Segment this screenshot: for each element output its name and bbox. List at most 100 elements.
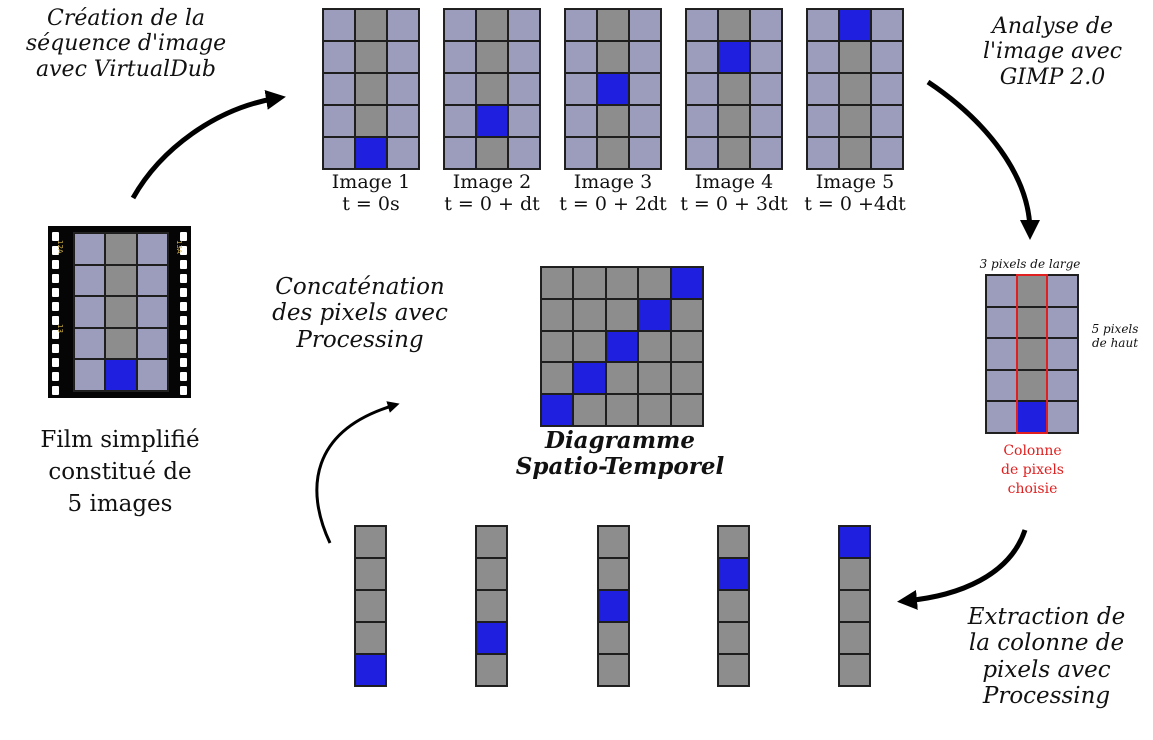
pixel-cell [323,73,355,105]
label-extraction: Extraction de la colonne de pixels avec … [967,604,1126,710]
film-perforation [52,302,59,311]
film-perforation [52,358,59,367]
film-perforation [180,288,187,297]
pixel-cell [136,359,168,391]
pixel-cell [986,306,1017,339]
film-perforation [52,274,59,283]
trajectory-pixel [605,330,639,363]
frame-name: Image 3 [573,171,653,193]
pixel-cell [807,9,839,41]
pixel-cell [136,327,168,360]
pixel-cell [573,298,606,331]
pixel-cell [444,105,476,137]
pixel-cell [565,9,597,41]
pixel-cell [565,41,597,73]
pixel-cell [638,330,671,363]
moving-pixel [598,590,629,622]
moving-pixel [476,622,507,654]
pixel-cell [105,296,137,328]
pixel-cell [597,105,629,137]
pixel-cell [597,9,629,41]
analysed-image [985,274,1079,434]
arrow-film-to-frames [130,90,286,200]
pixel-cell [598,622,629,654]
pixel-cell [74,264,106,297]
pixel-cell [686,137,718,169]
diagram-title: Diagramme Spatio-Temporel [515,427,725,481]
pixel-cell [807,137,839,169]
pixel-cell [444,73,476,105]
frame-1 [322,8,420,170]
pixel-cell [387,105,419,137]
film-perforation [52,288,59,297]
moving-pixel [839,526,870,558]
pixel-cell [476,41,508,73]
pixel-cell [508,9,540,41]
pixel-cell [508,73,540,105]
pixel-cell [323,105,355,137]
pixel-cell [807,41,839,73]
film-perforation [180,344,187,353]
trajectory-pixel [638,298,671,331]
spatio-temporal-grid [540,266,704,427]
pixel-cell [986,401,1017,433]
pixel-cell [355,41,387,73]
pixel-cell [541,330,574,363]
film-perforation [180,302,187,311]
pixel-cell [605,267,639,299]
pixel-cell [565,137,597,169]
pixel-cell [986,369,1017,402]
trajectory-pixel [670,267,703,299]
pixel-cell [750,137,782,169]
film-perforation [52,246,59,255]
pixel-cell [444,41,476,73]
extracted-column-1 [354,525,387,687]
pixel-cell [541,298,574,331]
pixel-cell [605,298,639,331]
pixel-cell [839,654,870,686]
label-concat: Concaténation des pixels avec Processing [272,274,448,353]
chosen-column-highlight [1016,274,1048,434]
frame-time: t = 0s [342,192,400,215]
arrow-frames-to-analysis [926,79,1040,240]
pixel-cell [718,105,750,137]
pixel-cell [355,590,386,622]
frame-name: Image 1 [331,171,411,193]
pixel-cell [74,359,106,391]
moving-pixel [355,137,387,169]
pixel-cell [686,105,718,137]
pixel-cell [839,137,871,169]
label-analyse: Analyse de l'image avec GIMP 2.0 [982,14,1123,90]
pixel-cell [839,558,870,590]
film-perforation [180,316,187,325]
pixel-cell [629,9,661,41]
pixel-cell [387,73,419,105]
pixel-cell [105,264,137,297]
pixel-cell [444,9,476,41]
pixel-cell [718,137,750,169]
pixel-cell [718,622,749,654]
pixel-cell [670,298,703,331]
film-perforation [180,358,187,367]
pixel-cell [597,137,629,169]
pixel-cell [598,558,629,590]
pixel-cell [355,622,386,654]
pixel-cell [136,296,168,328]
arrow-analysis-to-columns [897,529,1028,610]
pixel-cell [686,73,718,105]
pixel-cell [355,9,387,41]
frame-time: t = 0 + 2dt [559,192,667,215]
width-note: 3 pixels de large [979,257,1081,271]
pixel-cell [355,526,386,558]
pixel-cell [807,73,839,105]
pixel-cell [718,526,749,558]
label-film: Film simplifié constitué de 5 images [40,427,200,518]
pixel-cell [871,105,903,137]
pixel-cell [839,105,871,137]
pixel-cell [871,73,903,105]
